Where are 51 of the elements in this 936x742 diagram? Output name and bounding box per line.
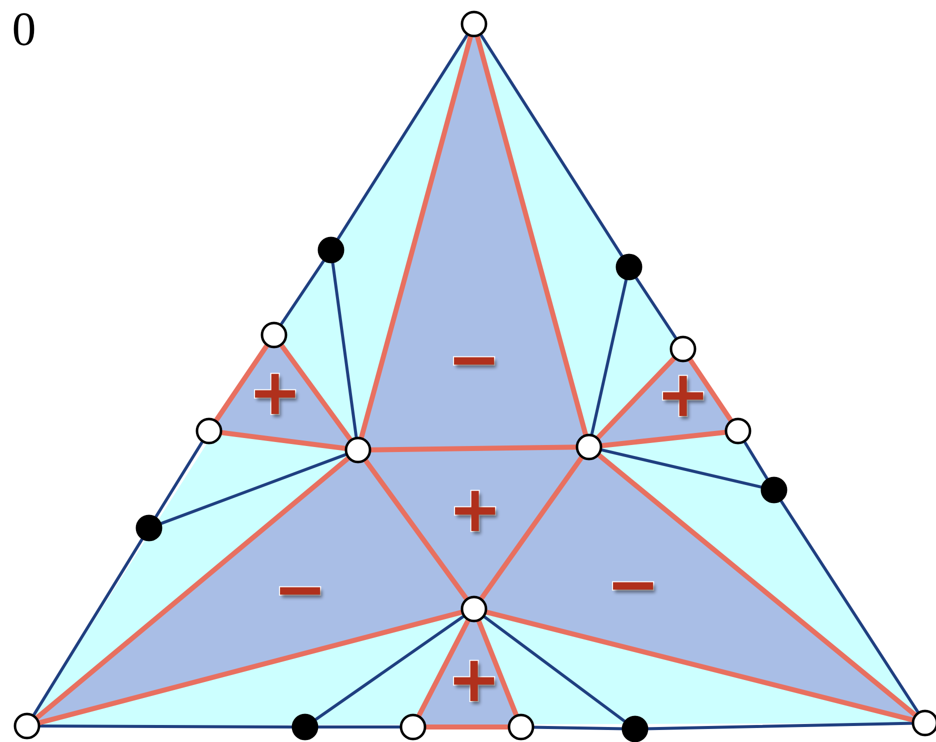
filled-dot (136, 514, 162, 542)
edge-line (279, 258, 326, 327)
edge-line (478, 454, 585, 602)
edge-line (532, 726, 624, 730)
filled-dot (760, 476, 788, 504)
edge-line (213, 342, 270, 424)
open-circle (460, 596, 488, 622)
open-circle (508, 714, 534, 740)
open-circle (576, 434, 602, 460)
edge-line (590, 277, 628, 437)
corner-label: 0 (12, 6, 36, 54)
edge-line (482, 614, 627, 724)
edge-line (313, 614, 466, 722)
sign-label: + (447, 648, 501, 712)
open-circle (14, 712, 40, 740)
filled-dot (318, 236, 344, 264)
open-circle (400, 714, 426, 740)
open-circle (260, 322, 288, 348)
edge-line (32, 536, 144, 718)
edge-line (478, 32, 624, 258)
sign-label: − (606, 553, 660, 617)
edge-line (599, 448, 764, 489)
edge-line (154, 440, 204, 520)
edge-line (646, 722, 914, 730)
open-circle (344, 436, 372, 464)
open-circle (670, 336, 696, 362)
edge-line (336, 32, 470, 242)
sign-label: − (447, 328, 501, 392)
open-circle (724, 418, 752, 444)
sign-label: + (248, 361, 302, 425)
edge-line (742, 440, 770, 482)
edge-line (38, 724, 294, 728)
filled-dot (616, 254, 642, 280)
edge-line (416, 617, 471, 719)
edge-line (34, 455, 352, 721)
filled-dot (292, 714, 318, 740)
edge-line (278, 342, 354, 443)
edge-line (158, 452, 348, 526)
sign-label: + (448, 478, 502, 542)
edge-line (687, 356, 734, 424)
edge-line (779, 498, 920, 714)
open-circle (460, 10, 488, 38)
edge-line (634, 276, 678, 340)
edge-line (476, 618, 520, 718)
edge-line (594, 355, 678, 441)
edge-line (316, 726, 402, 728)
edge-line (362, 457, 470, 602)
open-circle (196, 418, 222, 444)
edge-line (596, 452, 918, 718)
sign-label: + (656, 363, 710, 427)
sign-label: − (273, 558, 327, 622)
